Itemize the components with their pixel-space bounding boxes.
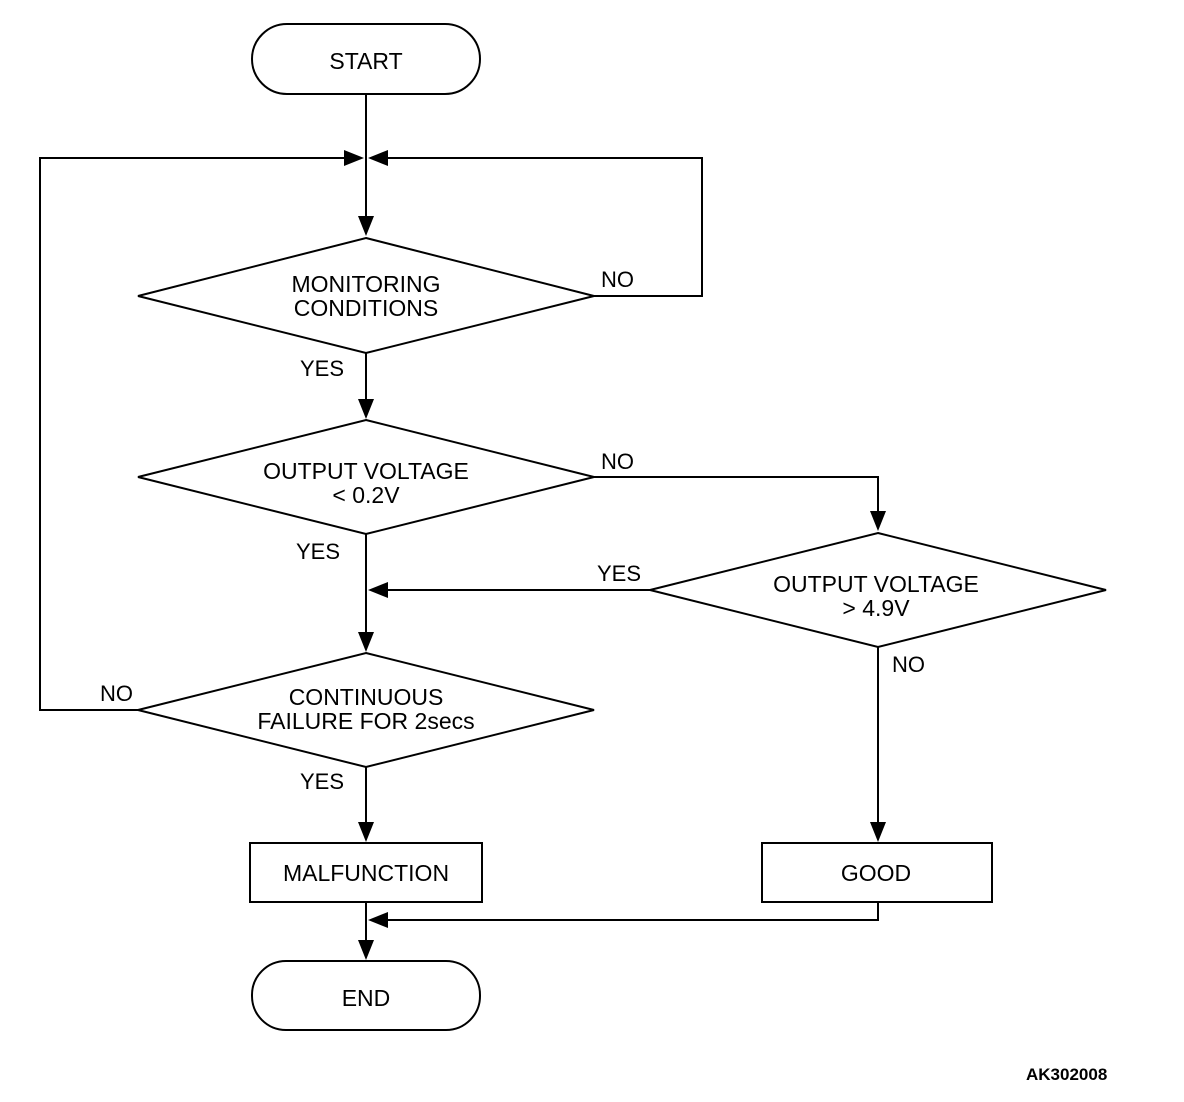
high-voltage-yes-label: YES (597, 561, 641, 586)
monitoring-decision: MONITORING CONDITIONS (137, 236, 595, 355)
monitoring-no-label: NO (601, 267, 634, 292)
good-node: GOOD (761, 842, 993, 903)
high-voltage-label-line1: OUTPUT VOLTAGE (773, 571, 979, 597)
arrowhead-high-voltage-yes (368, 582, 388, 598)
end-label: END (342, 985, 391, 1011)
continuous-yes-label: YES (300, 769, 344, 794)
low-voltage-label-line2: < 0.2V (332, 482, 400, 508)
low-voltage-decision: OUTPUT VOLTAGE < 0.2V (137, 418, 595, 536)
low-voltage-label-line1: OUTPUT VOLTAGE (263, 458, 469, 484)
continuous-diamond (137, 651, 595, 769)
arrowhead-into-low-voltage (358, 399, 374, 419)
connector-monitoring-no-loop (380, 157, 703, 297)
arrowhead-into-high-voltage (870, 511, 886, 531)
monitoring-diamond (137, 236, 595, 355)
end-terminator (251, 960, 481, 1031)
continuous-no-label: NO (100, 681, 133, 706)
continuous-label-line1: CONTINUOUS (289, 684, 444, 710)
good-box (761, 842, 993, 903)
continuous-label-line2: FAILURE FOR 2secs (257, 708, 474, 734)
high-voltage-decision: OUTPUT VOLTAGE > 4.9V (649, 531, 1107, 649)
figure-code: AK302008 (1026, 1065, 1107, 1084)
continuous-decision: CONTINUOUS FAILURE FOR 2secs (137, 651, 595, 769)
arrowheads (344, 150, 886, 960)
end-node: END (251, 960, 481, 1031)
arrowhead-merge-from-left (344, 150, 364, 166)
connector-low-voltage-no (594, 476, 879, 522)
start-terminator (251, 23, 481, 95)
low-voltage-yes-label: YES (296, 539, 340, 564)
connector-good-return (380, 902, 879, 921)
malfunction-box (249, 842, 483, 903)
monitoring-label-line2: CONDITIONS (294, 295, 438, 321)
malfunction-node: MALFUNCTION (249, 842, 483, 903)
arrowhead-into-continuous (358, 632, 374, 652)
malfunction-label: MALFUNCTION (283, 860, 449, 886)
arrowhead-into-monitoring (358, 216, 374, 236)
arrowhead-into-end (358, 940, 374, 960)
branch-labels: NO YES NO YES YES NO NO YES (100, 267, 925, 794)
connectors (39, 94, 879, 951)
connector-continuous-no-loop (39, 157, 352, 711)
start-node: START (251, 23, 481, 95)
arrowhead-into-good (870, 822, 886, 842)
monitoring-label-line1: MONITORING (291, 271, 440, 297)
arrowhead-good-return (368, 912, 388, 928)
monitoring-yes-label: YES (300, 356, 344, 381)
low-voltage-diamond (137, 418, 595, 536)
low-voltage-no-label: NO (601, 449, 634, 474)
high-voltage-diamond (649, 531, 1107, 649)
arrowhead-into-malfunction (358, 822, 374, 842)
arrowhead-merge-from-right (368, 150, 388, 166)
high-voltage-label-line2: > 4.9V (842, 595, 910, 621)
good-label: GOOD (841, 860, 911, 886)
high-voltage-no-label: NO (892, 652, 925, 677)
start-label: START (329, 48, 402, 74)
